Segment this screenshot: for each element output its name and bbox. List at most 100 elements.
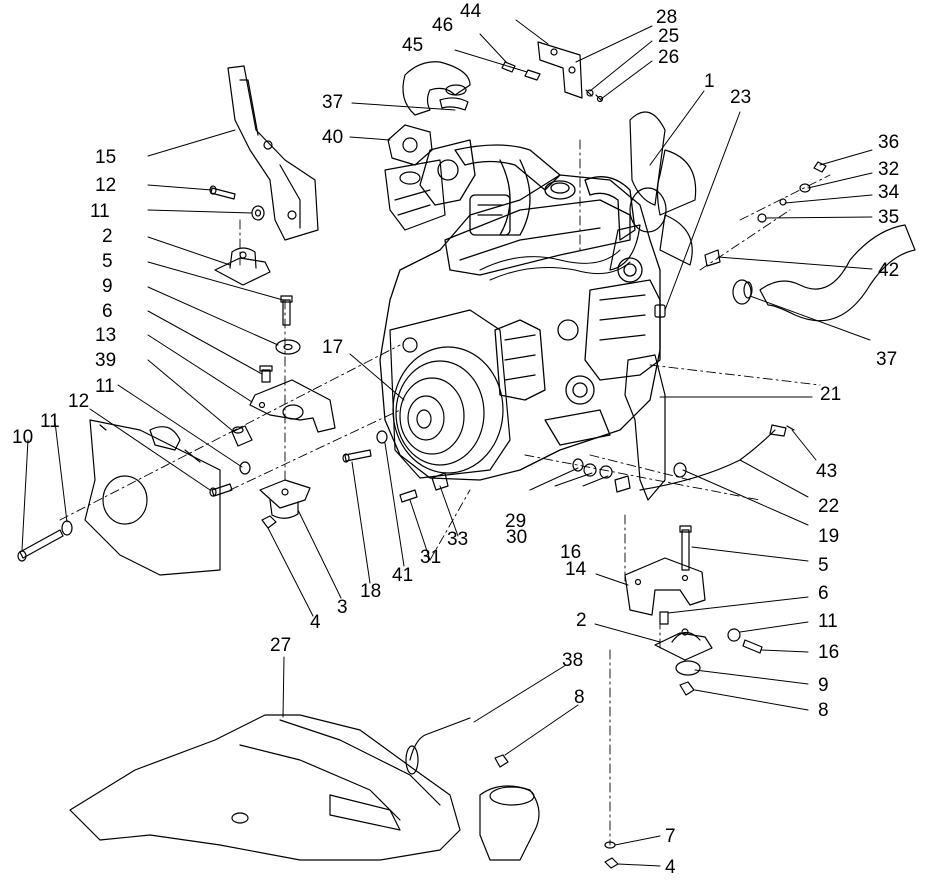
bolt-6-left (259, 365, 273, 383)
bolt-10 (17, 529, 64, 562)
engine-plate (84, 419, 221, 576)
callout-46: 46 (432, 15, 454, 36)
bolt-5-right (679, 525, 692, 571)
alignment-lines (59, 139, 831, 846)
mount-2-left (214, 247, 271, 286)
callout-42: 42 (878, 260, 900, 281)
callout-9: 9 (818, 675, 829, 696)
callout-30: 30 (506, 527, 528, 548)
callout-16: 16 (560, 542, 582, 563)
callout-2: 2 (102, 226, 113, 247)
bolt-12-upper (209, 185, 236, 200)
callout-6: 6 (818, 583, 829, 604)
callout-17: 17 (322, 337, 344, 358)
callout-15: 15 (95, 147, 117, 168)
callout-19: 19 (818, 526, 840, 547)
callout-11: 11 (90, 201, 110, 222)
nut-4-bottom (604, 857, 619, 869)
bolt-18 (342, 449, 372, 463)
callout-11: 11 (818, 611, 838, 632)
nut-8-bottom (494, 754, 509, 768)
mount-3 (259, 479, 311, 519)
washer-11-upper (251, 205, 265, 221)
callout-12: 12 (95, 175, 117, 196)
callout-45: 45 (402, 35, 424, 56)
leader-lines (21, 19, 873, 867)
callout-10: 10 (12, 427, 34, 448)
callout-8: 8 (574, 687, 585, 708)
callout-21: 21 (820, 384, 842, 405)
washers-29-30-16 (572, 458, 631, 493)
washer-41 (376, 430, 388, 444)
bolt-12-lower (209, 483, 233, 497)
callout-33: 33 (447, 529, 469, 550)
lower-hose (732, 224, 916, 322)
callout-1: 1 (704, 71, 715, 92)
callout-11: 11 (95, 376, 115, 397)
callout-4: 4 (665, 857, 676, 878)
callout-11: 11 (40, 411, 60, 432)
callout-16: 16 (818, 642, 840, 663)
callout-18: 18 (360, 581, 382, 602)
callout-13: 13 (95, 325, 117, 346)
callout-26: 26 (658, 47, 680, 68)
callout-7: 7 (665, 826, 676, 847)
bolt-31 (399, 489, 418, 503)
callout-31: 31 (420, 547, 442, 568)
callout-38: 38 (562, 650, 584, 671)
callout-5: 5 (818, 555, 829, 576)
callout-23: 23 (730, 87, 752, 108)
callout-41: 41 (392, 565, 414, 586)
clip-33 (431, 472, 449, 491)
callout-2: 2 (576, 610, 587, 631)
sender-42 (704, 249, 721, 267)
flywheel-pulley (389, 309, 511, 479)
callout-28: 28 (656, 7, 678, 28)
callout-37: 37 (322, 92, 344, 113)
washer-11-right (727, 628, 741, 642)
callout-36: 36 (878, 132, 900, 153)
callout-40: 40 (322, 127, 344, 148)
washer-9-right (675, 660, 701, 676)
washer-9-left (275, 339, 301, 355)
callout-39: 39 (95, 350, 117, 371)
mount-2-right (654, 628, 713, 661)
callout-3: 3 (337, 597, 348, 618)
nut-8-right (679, 681, 695, 696)
sensor-23 (654, 304, 666, 318)
nut-4-left (261, 515, 277, 529)
callout-9: 9 (102, 276, 113, 297)
engine-block (379, 139, 661, 481)
dipstick-tube-22 (639, 424, 795, 491)
callout-37: 37 (876, 349, 898, 370)
callout-8: 8 (818, 700, 829, 721)
rear-bracket-15 (227, 65, 319, 241)
bracket-14 (624, 557, 706, 616)
callout-44: 44 (460, 1, 482, 22)
upper-hose (402, 61, 471, 116)
water-flange (384, 124, 446, 231)
washer-11-mid (239, 461, 251, 475)
bolt-6-right (659, 611, 669, 625)
callout-35: 35 (878, 207, 900, 228)
lifting-bracket (501, 41, 604, 103)
callout-6: 6 (102, 301, 113, 322)
callout-5: 5 (102, 251, 113, 272)
callout-34: 34 (878, 182, 900, 203)
washers-32-34-35-36 (757, 161, 827, 223)
bolt-16-right (742, 639, 763, 654)
callout-14: 14 (565, 559, 587, 580)
callout-32: 32 (878, 159, 900, 180)
callout-27: 27 (270, 635, 292, 656)
washer-11-outer (61, 520, 73, 536)
frame-27 (69, 714, 540, 861)
callout-29: 29 (505, 511, 527, 532)
bracket-13 (249, 379, 336, 433)
dipstick-38 (405, 717, 471, 775)
callout-12: 12 (68, 391, 90, 412)
spacer-39 (231, 425, 253, 447)
callout-22: 22 (818, 496, 840, 517)
callout-25: 25 (658, 26, 680, 47)
